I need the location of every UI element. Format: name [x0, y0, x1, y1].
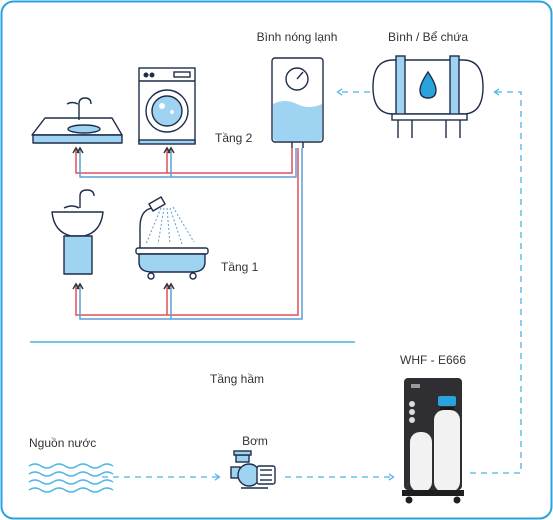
- sink-icon: [31, 97, 123, 144]
- pipe-hot-floor1: [75, 148, 299, 316]
- pump-icon: [230, 450, 276, 489]
- floor-1-label: Tầng 1: [221, 260, 259, 274]
- flow-lines: [102, 88, 522, 481]
- filter-model-label: WHF - E666: [399, 353, 467, 367]
- storage-tank-label: Bình / Bể chứa: [387, 30, 469, 44]
- pipe-cold-floor1: [79, 148, 303, 320]
- water-heater-icon: [271, 57, 324, 148]
- water-heater-label: Bình nóng lạnh: [256, 30, 338, 44]
- pipe-network: [72, 146, 303, 320]
- water-waves-icon: [28, 463, 114, 493]
- pump-label: Bơm: [242, 434, 268, 448]
- water-source-label: Nguồn nước: [29, 436, 97, 450]
- bathtub-icon: [135, 196, 209, 280]
- flow-filter-to-tank: [470, 88, 522, 474]
- pipe-hot-floor2: [75, 148, 293, 174]
- pipe-cold-floor2: [79, 148, 297, 178]
- storage-tank-icon: [372, 55, 484, 138]
- filter-system-icon: [402, 378, 464, 504]
- basement-label: Tầng hầm: [210, 372, 265, 386]
- pedestal-sink-icon: [51, 189, 104, 275]
- washing-machine-icon: [138, 67, 196, 145]
- floor-2-label: Tầng 2: [215, 131, 253, 145]
